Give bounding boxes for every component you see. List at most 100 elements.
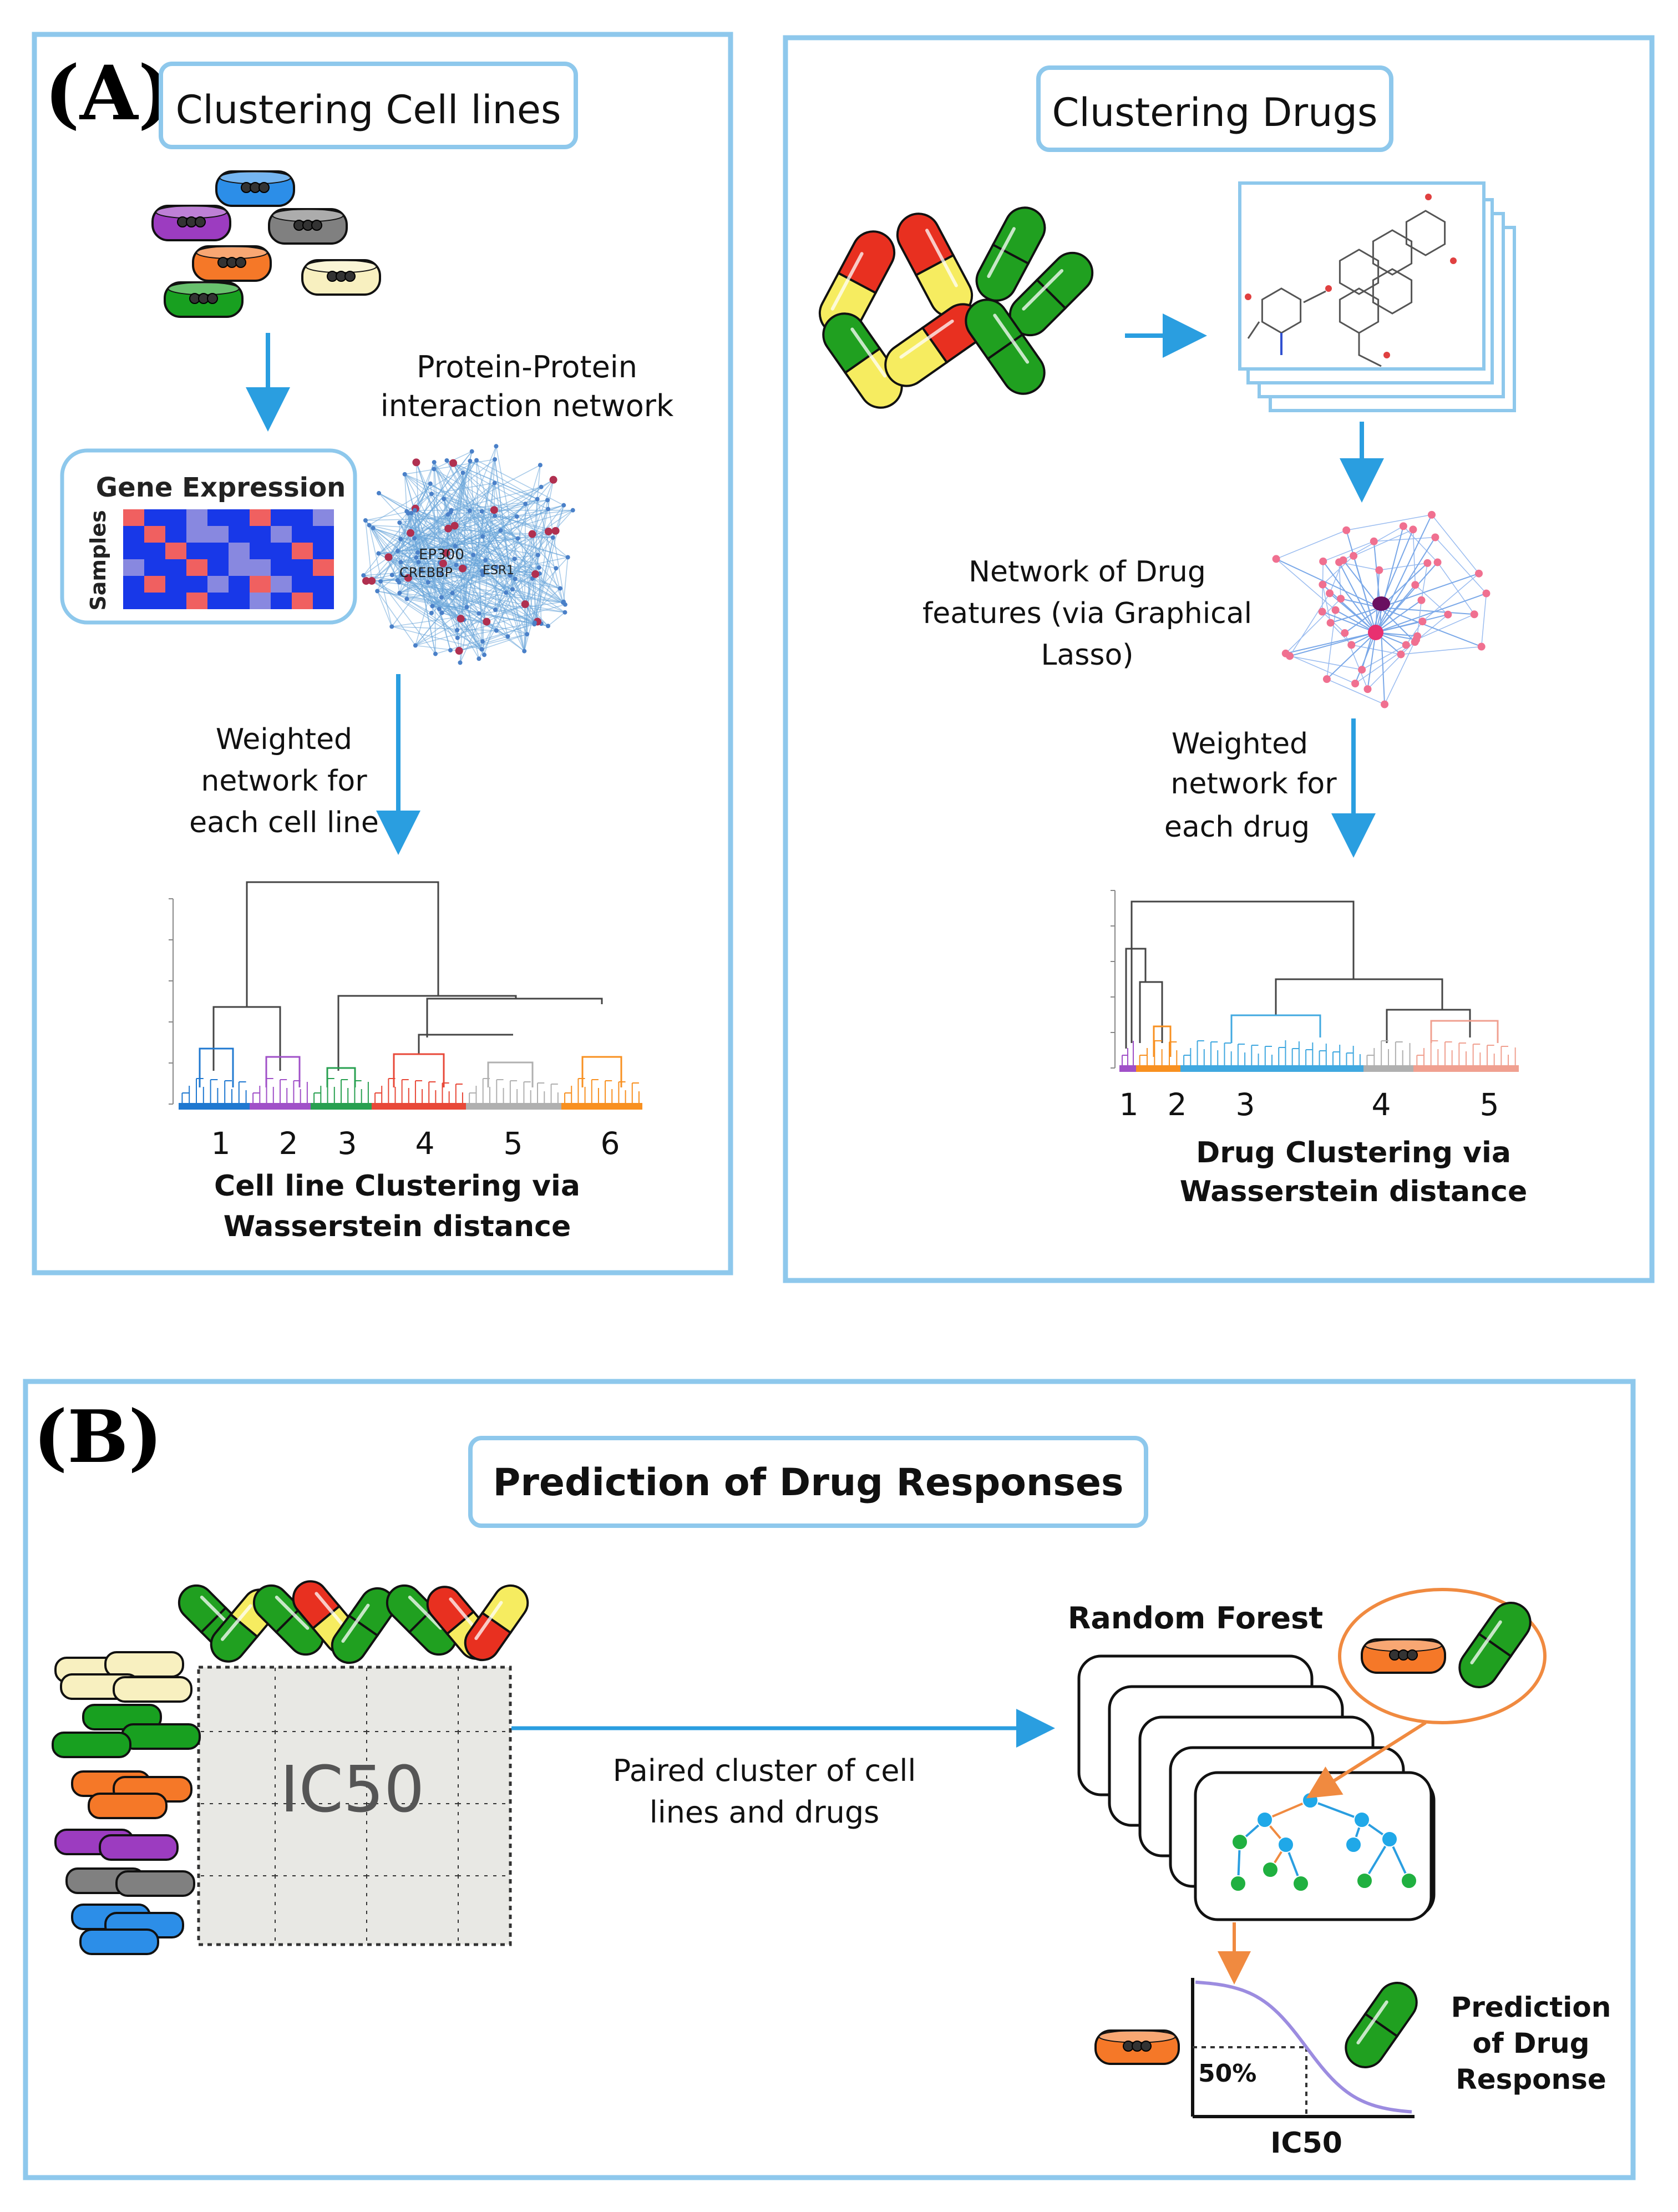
ppi-node bbox=[545, 498, 550, 502]
drugnet-node bbox=[1434, 559, 1442, 566]
cluster-bar bbox=[179, 1103, 250, 1110]
ppi-node bbox=[413, 643, 418, 647]
drugnet-node bbox=[1347, 641, 1355, 649]
drugnet-node bbox=[1475, 570, 1483, 578]
panel-drugs: Clustering Drugs Network of Drug feature… bbox=[785, 38, 1652, 1280]
heatmap-cell bbox=[207, 509, 229, 526]
ppi-node bbox=[504, 590, 508, 595]
cell-caption-line1: Cell line Clustering via bbox=[214, 1170, 580, 1203]
dish-cream-cell bbox=[345, 271, 355, 281]
drugnet-node bbox=[1471, 610, 1478, 618]
drugnet-node bbox=[1402, 641, 1410, 649]
ppi-node bbox=[476, 656, 481, 661]
heatmap-cell bbox=[292, 576, 313, 593]
ppi-node bbox=[428, 482, 433, 486]
stacked-dish bbox=[122, 1724, 200, 1749]
drugnet-node bbox=[1358, 666, 1366, 674]
heatmap-cell bbox=[313, 593, 334, 609]
cell-cluster-1: 1 bbox=[211, 1126, 231, 1161]
tree-node bbox=[1257, 1812, 1273, 1828]
heatmap-cell bbox=[207, 576, 229, 593]
heatmap-cell bbox=[250, 543, 271, 559]
heatmap-cell bbox=[186, 593, 207, 609]
heatmap-cell bbox=[123, 576, 144, 593]
ppi-node bbox=[494, 629, 499, 633]
ppi-node bbox=[531, 570, 539, 578]
drugnet-node bbox=[1342, 527, 1350, 534]
ppi-node bbox=[537, 565, 541, 570]
drugnet-node bbox=[1418, 617, 1426, 625]
heatmap-cell bbox=[271, 576, 292, 593]
drugs-title: Clustering Drugs bbox=[1052, 90, 1378, 135]
tree-node bbox=[1346, 1837, 1361, 1852]
ppi-node bbox=[454, 563, 458, 567]
cluster-bar bbox=[1180, 1065, 1363, 1072]
tree-node bbox=[1230, 1876, 1246, 1891]
ppi-node bbox=[545, 528, 552, 535]
ppi-node bbox=[535, 497, 540, 502]
ppi-node bbox=[375, 589, 379, 593]
drugnet-node bbox=[1363, 685, 1371, 693]
ppi-node bbox=[468, 509, 472, 513]
heatmap-cell bbox=[271, 509, 292, 526]
dish-orange bbox=[193, 246, 271, 281]
heatmap-cell bbox=[144, 576, 165, 593]
ppi-node bbox=[562, 610, 567, 615]
ppi-node bbox=[429, 611, 434, 615]
drug-cluster-5: 5 bbox=[1480, 1087, 1499, 1122]
ic50-matrix-label: IC50 bbox=[280, 1753, 425, 1827]
ppi-node bbox=[474, 458, 479, 463]
cell-cluster-3: 3 bbox=[338, 1126, 357, 1161]
ppi-node bbox=[378, 579, 383, 584]
heatmap-cell bbox=[229, 543, 250, 559]
ppi-node bbox=[444, 458, 449, 463]
heatmap-cell bbox=[313, 559, 334, 576]
heatmap-cell bbox=[144, 593, 165, 609]
cluster-bar bbox=[561, 1103, 642, 1110]
dish-gray bbox=[269, 209, 347, 244]
ppi-node bbox=[389, 624, 394, 629]
ppi-node bbox=[493, 457, 497, 462]
ppi-node bbox=[440, 611, 444, 615]
ppi-node bbox=[371, 526, 376, 530]
drug-cluster-2: 2 bbox=[1168, 1087, 1187, 1122]
heatmap-cell bbox=[144, 526, 165, 543]
dish-cream bbox=[302, 260, 380, 295]
ppi-node bbox=[571, 508, 575, 513]
ppi-node bbox=[480, 639, 485, 644]
drug-weighted-line2: network for bbox=[1170, 767, 1337, 801]
ppi-node bbox=[396, 549, 400, 553]
ppi-node bbox=[362, 577, 370, 585]
ppi-node bbox=[552, 527, 560, 535]
cluster-bar bbox=[250, 1103, 311, 1110]
drugnet-node bbox=[1482, 590, 1490, 598]
ppi-node bbox=[529, 530, 536, 538]
cell-caption-line2: Wasserstein distance bbox=[224, 1210, 571, 1243]
structure-sheet-1 bbox=[1240, 183, 1484, 369]
heatmap-cell bbox=[207, 593, 229, 609]
cluster-bar bbox=[1119, 1065, 1136, 1072]
ppi-node bbox=[483, 618, 490, 626]
heatmap-cell bbox=[313, 509, 334, 526]
drug-network-label-line2: features (via Graphical bbox=[922, 597, 1252, 630]
drugnet-node bbox=[1478, 643, 1486, 651]
ppi-node bbox=[470, 449, 474, 454]
ppi-node bbox=[550, 476, 557, 484]
heatmap-cell bbox=[313, 576, 334, 593]
drugnet-node bbox=[1428, 511, 1436, 519]
query-dish bbox=[1362, 1639, 1445, 1673]
gene-expression-heatmap bbox=[123, 509, 334, 609]
samples-label: Samples bbox=[86, 510, 110, 610]
dish-blue-cell bbox=[259, 183, 269, 193]
cell-cluster-5: 5 bbox=[504, 1126, 523, 1161]
ppi-node bbox=[361, 573, 366, 578]
result-dish-cell bbox=[1141, 2041, 1151, 2051]
ppi-node bbox=[482, 652, 486, 657]
drug-caption-line1: Drug Clustering via bbox=[1196, 1136, 1511, 1170]
ppi-node bbox=[538, 463, 543, 467]
heatmap-cell bbox=[207, 559, 229, 576]
drugnet-hub-2 bbox=[1368, 625, 1383, 640]
ppi-node bbox=[449, 459, 457, 467]
cell-cluster-4: 4 bbox=[415, 1126, 435, 1161]
ppi-node bbox=[455, 647, 463, 655]
